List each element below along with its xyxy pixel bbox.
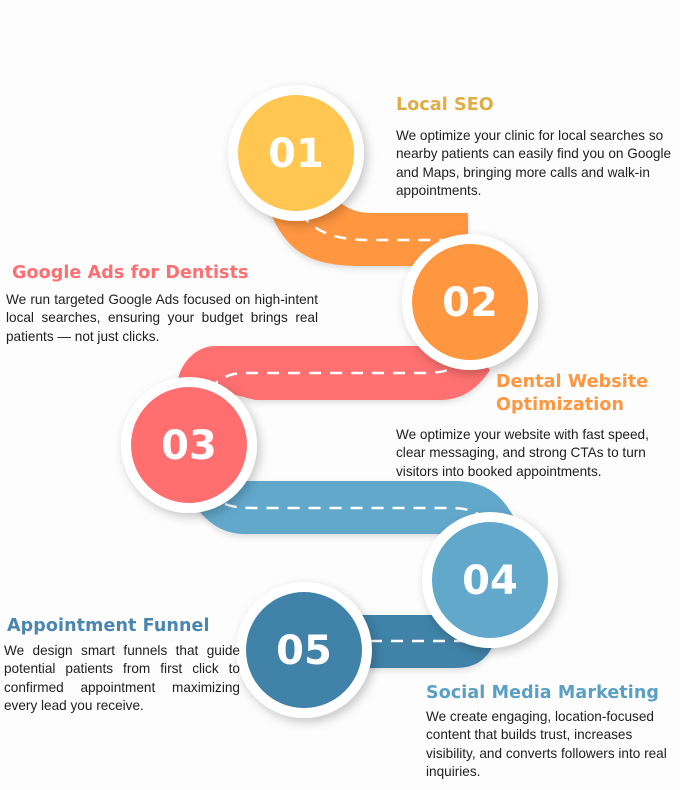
- step-badge-03: 03: [121, 377, 257, 513]
- step-description: We optimize your clinic for local search…: [396, 128, 672, 198]
- step-website-optimization: Dental Website Optimization We optimize …: [396, 371, 680, 481]
- step-description: We design smart funnels that guide poten…: [4, 643, 240, 713]
- step-number: 01: [268, 131, 324, 177]
- step-description: We run targeted Google Ads focused on hi…: [6, 292, 318, 344]
- step-title: Social Media Marketing: [426, 683, 660, 703]
- step-description: We optimize your website with fast speed…: [396, 427, 649, 479]
- step-social-media: Social Media Marketing We create engagin…: [426, 682, 680, 781]
- step-number: 02: [442, 280, 498, 326]
- step-number: 05: [276, 628, 332, 674]
- step-title: Google Ads for Dentists: [12, 263, 249, 283]
- step-appointment-funnel: Appointment Funnel We design smart funne…: [4, 615, 240, 715]
- badge-disc: [238, 95, 354, 211]
- step-number: 03: [161, 423, 217, 469]
- step-number: 04: [462, 558, 518, 604]
- step-title: Dental Website Optimization: [496, 372, 649, 415]
- step-local-seo: Local SEO We optimize your clinic for lo…: [396, 94, 680, 200]
- badge-disc: [246, 592, 362, 708]
- step-title: Appointment Funnel: [7, 616, 210, 636]
- step-google-ads: Google Ads for Dentists We run targeted …: [6, 262, 318, 346]
- badge-disc: [131, 387, 247, 503]
- badge-disc: [412, 244, 528, 360]
- step-badge-02: 02: [402, 234, 538, 370]
- badge-disc: [432, 522, 548, 638]
- road-dash-2: [209, 359, 466, 389]
- road-dash-3: [224, 502, 481, 517]
- step-badge-01: 01: [228, 85, 364, 221]
- step-description: We create engaging, location-focused con…: [426, 709, 667, 779]
- step-badge-04: 04: [422, 512, 558, 648]
- step-title: Local SEO: [396, 95, 494, 115]
- step-badge-05: 05: [236, 582, 372, 718]
- road-dash-1: [288, 194, 470, 242]
